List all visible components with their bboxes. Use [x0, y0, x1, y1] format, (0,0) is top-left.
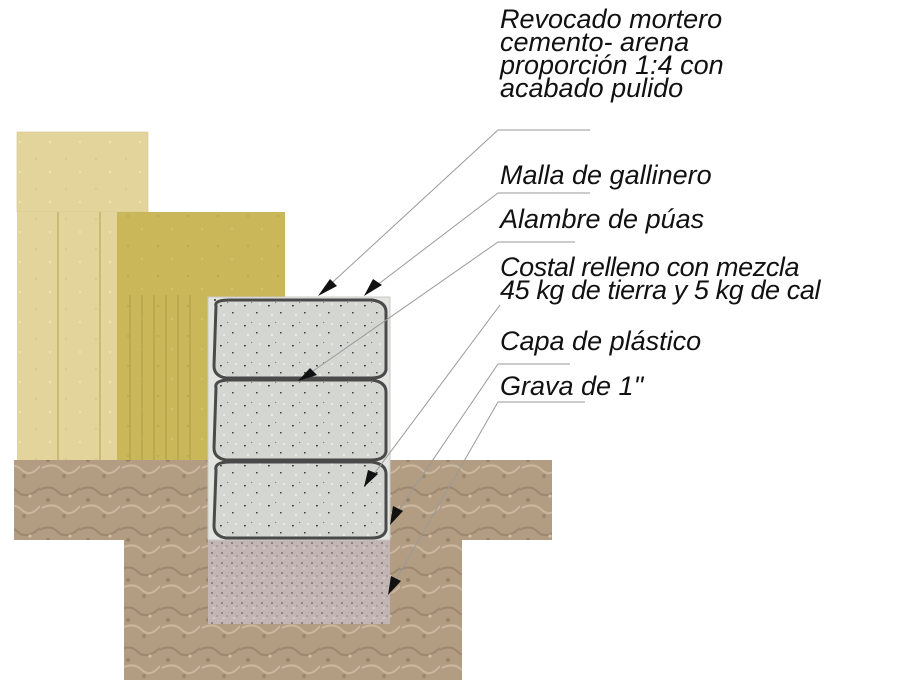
arrow-costal [364, 470, 378, 487]
arrowheads [298, 279, 403, 595]
label-plastico: Capa de plástico [500, 326, 702, 356]
leader-alambre [302, 241, 575, 379]
leader-lines [302, 129, 590, 591]
earth-bag-top [212, 298, 388, 380]
wall-vertical-lines [57, 212, 191, 460]
label-grava: Grava de 1" [500, 371, 644, 401]
arrow-plastico [390, 506, 403, 525]
leader-costal [367, 304, 501, 483]
leader-plastico [391, 363, 570, 521]
leader-malla [367, 192, 590, 293]
label-alambre: Alambre de púas [500, 204, 705, 234]
earth-bag-bottom [212, 460, 388, 540]
arrow-grava [388, 576, 401, 595]
arrow-alambre [298, 368, 317, 381]
leader-revocado [321, 129, 590, 293]
wall-upper-light [16, 131, 149, 213]
leader-grava [389, 401, 585, 591]
arrow-revocado [318, 279, 337, 296]
earth-bag-middle [212, 378, 388, 462]
label-costal: Costal relleno con mezcla 45 kg de tierr… [500, 252, 821, 305]
label-malla: Malla de gallinero [500, 160, 712, 190]
gravel-layer [208, 540, 390, 624]
arrow-malla [364, 279, 382, 296]
label-revocado: Revocado mortero cemento- arena proporci… [500, 4, 724, 103]
